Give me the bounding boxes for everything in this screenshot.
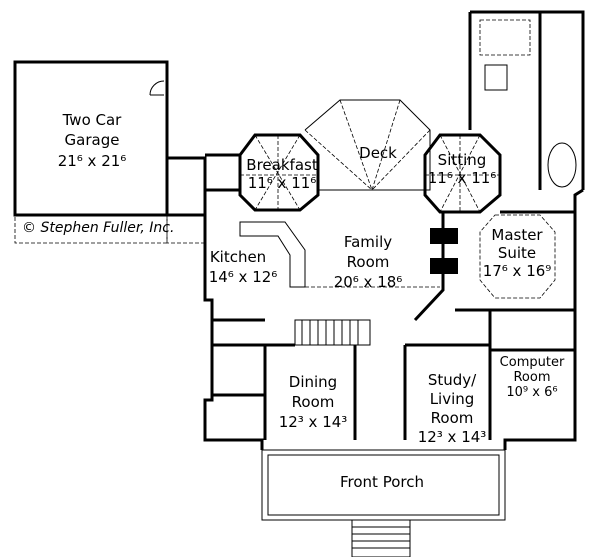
garage-label: Two Car xyxy=(62,111,123,129)
computer-room-dims: 10⁹ x 6⁶ xyxy=(506,385,557,400)
deck: Deck xyxy=(304,99,431,191)
garage: Two Car Garage 21⁶ x 21⁶ © Stephen Fulle… xyxy=(13,60,174,244)
staircase xyxy=(294,319,371,346)
study-label-3: Room xyxy=(431,409,474,427)
breakfast: Breakfast 11⁶ x 11⁶ xyxy=(238,133,320,212)
kitchen-dims: 14⁶ x 12⁶ xyxy=(209,268,278,286)
study-dims: 12³ x 14³ xyxy=(418,428,487,446)
copyright-text: © Stephen Fuller, Inc. xyxy=(22,220,174,236)
master-suite-label: Master xyxy=(491,226,543,244)
dining-room-label-2: Room xyxy=(292,393,335,411)
deck-label: Deck xyxy=(359,144,397,162)
breakfast-label: Breakfast xyxy=(246,156,318,174)
front-porch: Front Porch xyxy=(261,449,506,557)
sitting-dims: 11⁶ x 11⁶ xyxy=(428,169,497,187)
family-room-label: Family xyxy=(344,233,392,251)
family-room-label-2: Room xyxy=(347,253,390,271)
front-porch-label: Front Porch xyxy=(340,473,424,491)
kitchen-label: Kitchen xyxy=(210,248,266,266)
garage-dims: 21⁶ x 21⁶ xyxy=(58,152,127,170)
family-room-dims: 20⁶ x 18⁶ xyxy=(334,273,403,291)
computer-room-label-2: Room xyxy=(513,370,550,385)
dining-room-label: Dining xyxy=(289,373,337,391)
garage-label-2: Garage xyxy=(65,131,120,149)
computer-room-label: Computer xyxy=(500,355,565,370)
master-suite: Master Suite 17⁶ x 16⁹ xyxy=(479,214,556,299)
dining-room-dims: 12³ x 14³ xyxy=(279,413,348,431)
master-suite-label-2: Suite xyxy=(498,244,536,262)
sitting: Sitting 11⁶ x 11⁶ xyxy=(423,133,502,214)
study-label: Study/ xyxy=(428,371,477,389)
sitting-label: Sitting xyxy=(438,151,487,169)
study-label-2: Living xyxy=(430,390,475,408)
master-suite-dims: 17⁶ x 16⁹ xyxy=(483,262,552,280)
breakfast-dims: 11⁶ x 11⁶ xyxy=(248,174,317,192)
